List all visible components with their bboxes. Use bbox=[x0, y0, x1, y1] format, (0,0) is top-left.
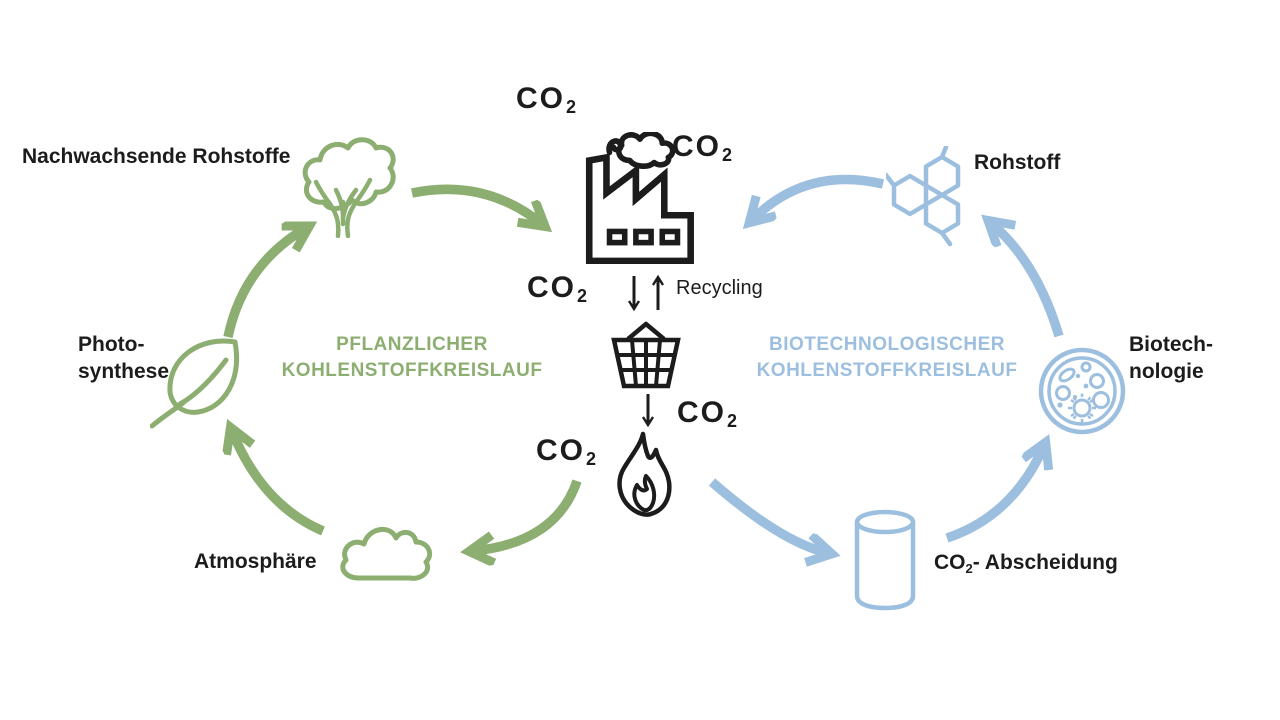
recycling-label: Recycling bbox=[676, 277, 763, 299]
co2-label-factory-right: CO2 bbox=[672, 130, 735, 166]
rohstoff-label: Rohstoff bbox=[974, 151, 1061, 174]
molecule-icon bbox=[886, 146, 961, 247]
arrow-flame-to-cloud bbox=[473, 479, 582, 551]
cloud-icon bbox=[340, 527, 433, 581]
factory-icon bbox=[585, 132, 694, 264]
arrow-petri-to-molecule bbox=[991, 223, 1064, 338]
co2-label-basket-right: CO2 bbox=[677, 396, 740, 432]
co2-label-flame-left: CO2 bbox=[536, 434, 599, 470]
petri-dish-icon bbox=[1038, 347, 1126, 435]
co2-label-factory-left: CO2 bbox=[527, 271, 590, 307]
tree-icon bbox=[302, 137, 396, 238]
right-cycle-title: BIOTECHNOLOGISCHER KOHLENSTOFFKREISLAUF bbox=[756, 334, 1018, 381]
basket-icon bbox=[611, 321, 681, 389]
tree-label: Nachwachsende Rohstoffe bbox=[22, 145, 291, 168]
biotechnology-label: Biotech- nologie bbox=[1129, 333, 1213, 383]
arrow-flame-to-cylinder bbox=[708, 478, 828, 553]
smoke-cloud-icon bbox=[616, 132, 676, 169]
photosynthesis-label: Photo- synthese bbox=[78, 333, 170, 383]
arrow-leaf-to-tree bbox=[223, 228, 306, 338]
left-cycle-title: PFLANZLICHER KOHLENSTOFFKREISLAUF bbox=[281, 334, 543, 381]
atmosphere-label: Atmosphäre bbox=[194, 550, 317, 573]
flame-icon bbox=[617, 431, 672, 517]
arrow-tree-to-factory bbox=[411, 184, 542, 224]
leaf-icon bbox=[150, 338, 239, 429]
arrow-molecule-to-factory bbox=[752, 174, 885, 221]
cylinder-icon bbox=[854, 509, 916, 611]
arrow-cylinder-to-petri bbox=[945, 446, 1044, 543]
co2-label-top: CO2 bbox=[516, 82, 579, 118]
arrow-cloud-to-leaf bbox=[232, 431, 325, 536]
co2-capture-label: CO2- Abscheidung bbox=[934, 551, 1118, 576]
